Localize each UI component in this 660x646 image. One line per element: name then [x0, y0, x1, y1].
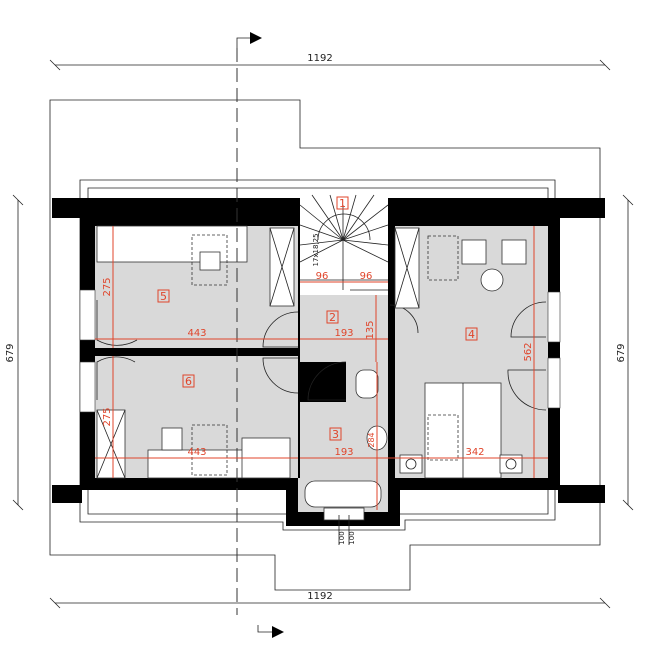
dim-room5-width: 443 — [187, 328, 206, 339]
overall-width-top: 1192 — [307, 53, 332, 64]
dim-bath-depth: 284 — [367, 432, 376, 447]
stair-tread — [342, 239, 389, 246]
dim-hall-width: 193 — [334, 328, 353, 339]
stairs — [299, 194, 389, 291]
room-number-5: 5 — [157, 289, 170, 303]
room-number-1: 1 — [336, 196, 349, 210]
room-2-hall — [300, 295, 388, 362]
furniture — [96, 225, 527, 521]
dim-bay-left: 100 — [338, 531, 346, 544]
overall-depth-right: 679 — [616, 343, 627, 362]
dim-bath-width: 193 — [334, 447, 353, 458]
dim-stair-right: 96 — [360, 271, 373, 282]
staircase — [300, 195, 388, 295]
windows — [79, 289, 561, 413]
dim-stair-left: 96 — [316, 271, 329, 282]
dim-room4-depth: 562 — [523, 342, 534, 361]
overall-dimensions — [12, 59, 634, 609]
section-line — [236, 32, 284, 638]
stair-tread — [342, 239, 389, 263]
stair-tread — [299, 239, 344, 263]
stair-tread — [342, 194, 375, 241]
room-dimension-lines — [95, 226, 548, 545]
svg-text:2: 2 — [329, 311, 336, 324]
room-number-2: 2 — [326, 310, 339, 324]
dim-hall-depth: 135 — [365, 320, 376, 339]
dim-bay-right: 100 — [348, 531, 356, 544]
stair-tread — [299, 239, 344, 246]
stair-tread — [299, 224, 344, 241]
svg-text:5: 5 — [160, 290, 167, 303]
stair-tread — [299, 204, 344, 241]
svg-text:6: 6 — [185, 375, 192, 388]
dim-stair-steps: 17x18,25 — [312, 233, 320, 266]
stair-tread — [342, 224, 389, 241]
stair-tread — [342, 204, 389, 241]
overall-width-bottom: 1192 — [307, 591, 332, 602]
stair-tread — [342, 194, 357, 241]
doors — [96, 300, 547, 411]
svg-text:1: 1 — [339, 197, 346, 210]
room-number-6: 6 — [182, 374, 195, 388]
stair-tread — [329, 194, 344, 241]
svg-text:3: 3 — [332, 428, 339, 441]
room-number-3: 3 — [329, 427, 342, 441]
dim-room4-width: 342 — [465, 447, 484, 458]
stair-tread — [311, 194, 344, 241]
dim-room6-width: 443 — [187, 447, 206, 458]
svg-text:4: 4 — [468, 328, 475, 341]
dim-room6-depth: 275 — [102, 407, 113, 426]
room-number-4: 4 — [465, 327, 478, 341]
dim-room5-depth: 275 — [102, 277, 113, 296]
overall-depth-left: 679 — [5, 343, 16, 362]
